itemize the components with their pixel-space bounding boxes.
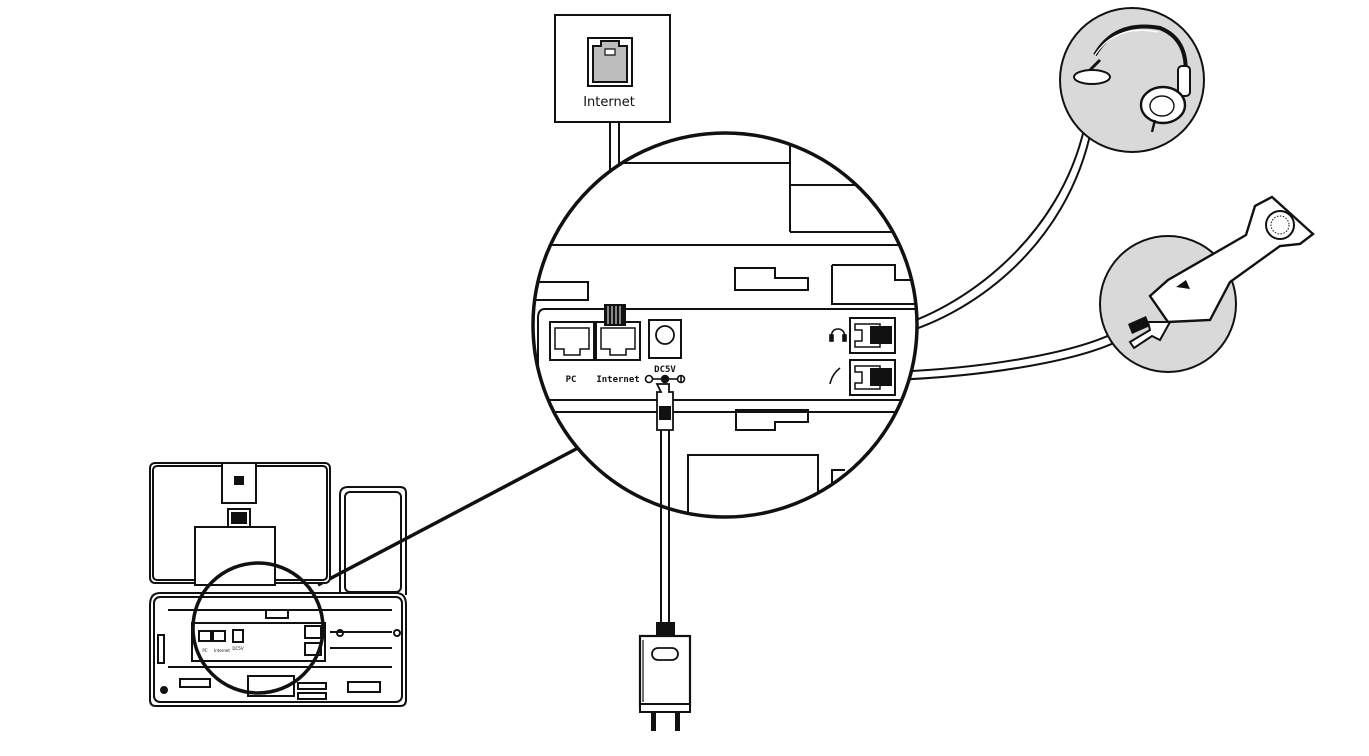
- magnified-port-panel: PC Internet DC5V: [531, 131, 919, 519]
- ethernet-jack-icon: [587, 37, 633, 87]
- headset-accessory: [1059, 7, 1205, 153]
- mini-dc5v-label: DC5V: [232, 646, 243, 651]
- wall-outlet-label: Internet: [583, 95, 635, 110]
- headset-port[interactable]: [849, 317, 896, 354]
- handset-port[interactable]: [849, 359, 896, 396]
- lock-icon: [234, 476, 244, 485]
- headset-icon: [829, 328, 847, 342]
- phone-callout-circle: [191, 561, 325, 695]
- power-adapter: [638, 383, 692, 731]
- handset-cable: [892, 329, 1125, 381]
- ip-phone-rear: [149, 462, 407, 707]
- headset-cable: [891, 124, 1093, 337]
- dc5v-port-label: DC5V: [654, 365, 676, 375]
- internet-wall-outlet: Internet: [554, 14, 671, 123]
- handset-accessory: [1099, 195, 1315, 373]
- internet-port[interactable]: [595, 321, 641, 361]
- callout-line: [317, 446, 579, 587]
- mini-pc-label: PC: [202, 648, 207, 653]
- pc-port-label: PC: [566, 375, 577, 385]
- usb-icon: [227, 508, 251, 528]
- dc-polarity-icon: [644, 374, 686, 384]
- rj45-plug: [604, 304, 626, 326]
- dc5v-port[interactable]: [648, 319, 682, 359]
- handset-icon: [829, 367, 841, 385]
- pc-port[interactable]: [549, 321, 595, 361]
- mini-internet-label: Internet: [214, 648, 230, 653]
- internet-port-label: Internet: [596, 375, 639, 385]
